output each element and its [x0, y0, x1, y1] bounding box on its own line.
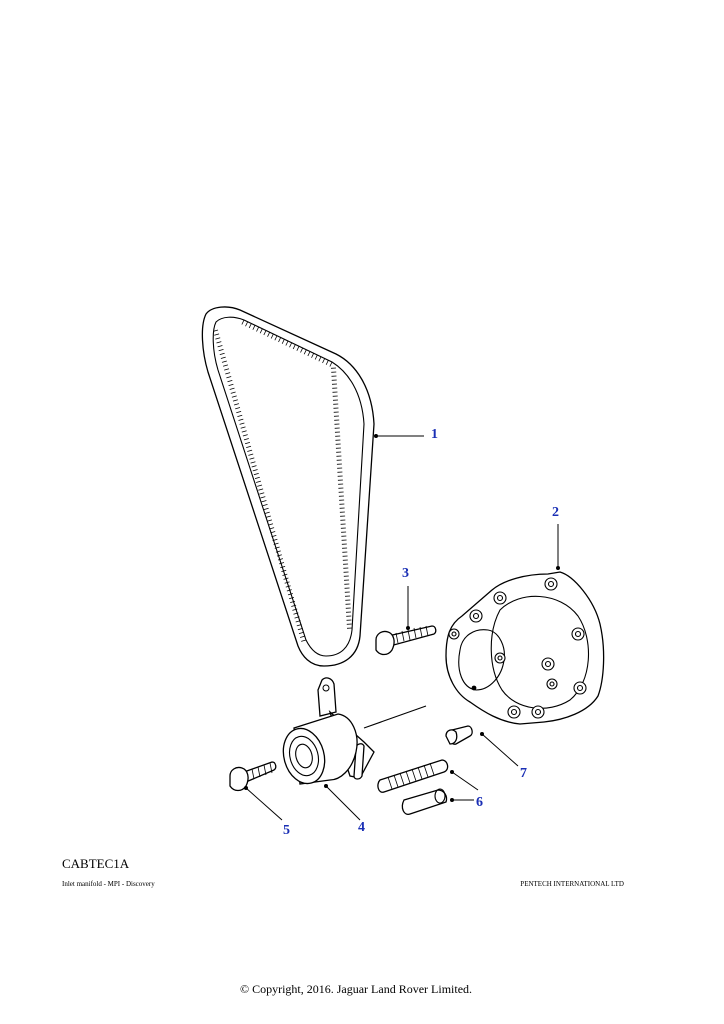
drawing-code: CABTEC1A — [62, 856, 130, 871]
footer-company: PENTECH INTERNATIONAL LTD — [520, 880, 624, 888]
timing-belt — [201, 306, 424, 667]
spring-and-sleeve — [377, 759, 479, 815]
callout-5[interactable]: 5 — [283, 823, 290, 838]
water-pump — [445, 524, 605, 725]
bolt-part-3 — [375, 586, 437, 656]
callout-7[interactable]: 7 — [520, 766, 527, 781]
callout-3[interactable]: 3 — [402, 566, 409, 581]
bolt-part-5 — [229, 761, 283, 821]
callout-1[interactable]: 1 — [431, 427, 438, 442]
tensioner-pulley — [282, 677, 427, 821]
copyright-notice: © Copyright, 2016. Jaguar Land Rover Lim… — [239, 982, 473, 996]
footer-description: Inlet manifold - MPI - Discovery — [62, 880, 155, 888]
callout-6[interactable]: 6 — [476, 795, 483, 810]
fitting-part-7 — [445, 725, 519, 767]
callout-4[interactable]: 4 — [358, 820, 365, 835]
callout-2[interactable]: 2 — [552, 505, 559, 520]
